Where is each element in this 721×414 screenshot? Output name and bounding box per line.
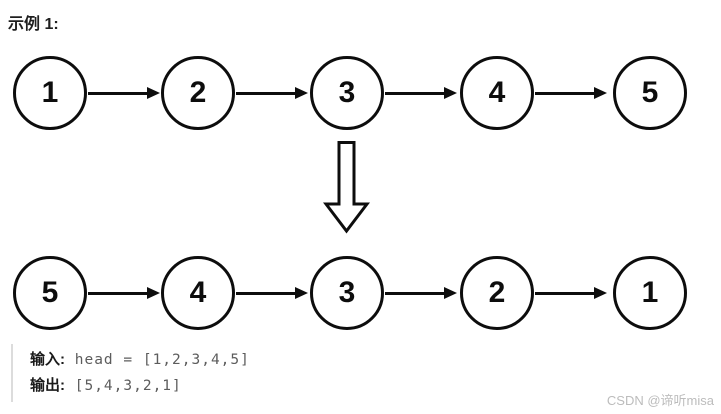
- next-pointer-arrow-icon: [88, 287, 160, 299]
- list-node: 3: [310, 256, 384, 330]
- next-pointer-arrow-icon: [88, 87, 160, 99]
- arrow-head: [147, 87, 160, 99]
- output-line: 输出: [5,4,3,2,1]: [30, 373, 250, 399]
- arrow-head: [147, 287, 160, 299]
- example-io-block: 输入: head = [1,2,3,4,5] 输出: [5,4,3,2,1]: [11, 344, 250, 402]
- arrow-line: [236, 91, 297, 95]
- next-pointer-arrow-icon: [385, 287, 457, 299]
- list-node: 5: [613, 56, 687, 130]
- down-arrow-icon: [323, 141, 370, 234]
- output-value: [65, 378, 75, 394]
- next-pointer-arrow-icon: [385, 87, 457, 99]
- node-value: 4: [488, 76, 506, 109]
- input-label: 输入:: [30, 351, 65, 368]
- node-value: 5: [641, 76, 659, 109]
- arrow-head: [295, 287, 308, 299]
- node-value: 2: [488, 276, 506, 309]
- output-code: [5,4,3,2,1]: [74, 378, 182, 394]
- list-node: 1: [13, 56, 87, 130]
- list-node: 2: [161, 56, 235, 130]
- arrow-line: [385, 291, 446, 295]
- node-value: 1: [641, 276, 659, 309]
- arrow-line: [88, 91, 149, 95]
- node-value: 4: [189, 276, 207, 309]
- node-value: 1: [41, 76, 59, 109]
- arrow-head: [444, 287, 457, 299]
- list-node: 4: [460, 56, 534, 130]
- node-value: 5: [41, 276, 59, 309]
- input-value: [65, 352, 75, 368]
- arrow-head: [594, 287, 607, 299]
- list-node: 1: [613, 256, 687, 330]
- list-node: 5: [13, 256, 87, 330]
- list-node: 4: [161, 256, 235, 330]
- node-value: 3: [338, 76, 356, 109]
- arrow-head: [295, 87, 308, 99]
- arrow-line: [88, 291, 149, 295]
- csdn-watermark: CSDN @谛听misa: [606, 393, 714, 408]
- input-line: 输入: head = [1,2,3,4,5]: [30, 347, 250, 373]
- arrow-line: [535, 291, 596, 295]
- arrow-line: [535, 91, 596, 95]
- output-label: 输出:: [30, 377, 65, 394]
- list-node: 2: [460, 256, 534, 330]
- arrow-head: [594, 87, 607, 99]
- node-value: 2: [189, 76, 207, 109]
- node-value: 3: [338, 276, 356, 309]
- arrow-head: [444, 87, 457, 99]
- next-pointer-arrow-icon: [535, 87, 607, 99]
- list-node: 3: [310, 56, 384, 130]
- next-pointer-arrow-icon: [236, 87, 308, 99]
- input-code: head = [1,2,3,4,5]: [74, 352, 250, 368]
- example-title: 示例 1:: [8, 16, 59, 33]
- next-pointer-arrow-icon: [535, 287, 607, 299]
- next-pointer-arrow-icon: [236, 287, 308, 299]
- arrow-line: [385, 91, 446, 95]
- arrow-line: [236, 291, 297, 295]
